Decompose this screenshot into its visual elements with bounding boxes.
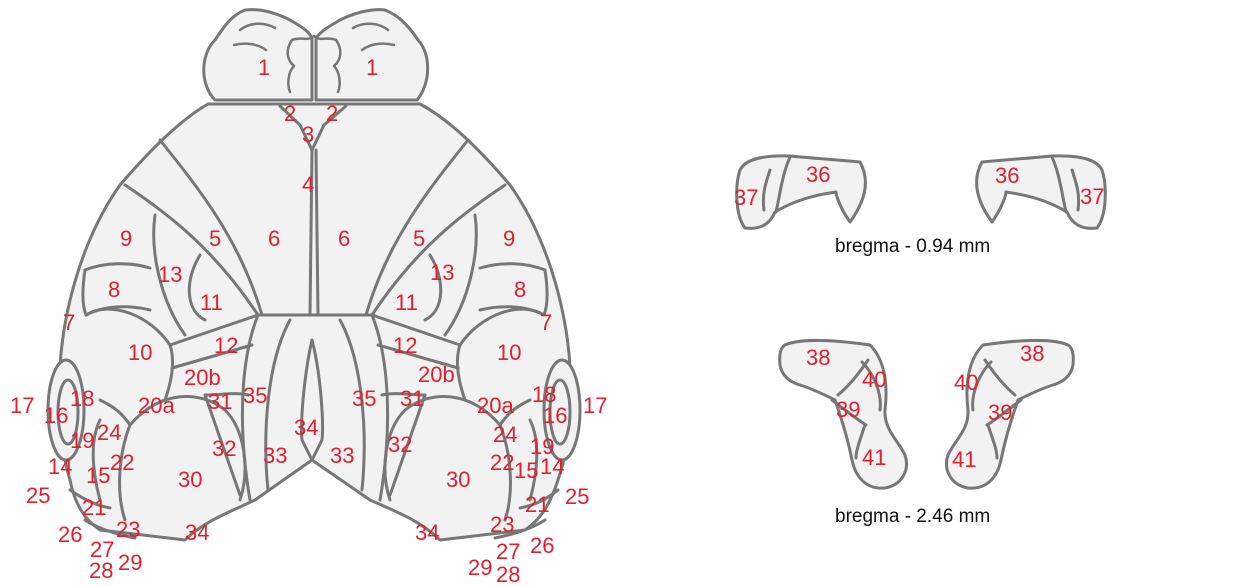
label: 39: [836, 397, 860, 422]
label: 32: [388, 432, 412, 457]
label: 17: [583, 393, 607, 418]
label: 35: [352, 386, 376, 411]
label: 9: [120, 226, 132, 251]
label: 22: [490, 450, 514, 475]
label: 38: [1020, 341, 1044, 366]
label: 2: [326, 101, 338, 126]
label: 7: [540, 310, 552, 335]
label: 14: [48, 454, 72, 479]
label: 36: [995, 163, 1019, 188]
label: 29: [118, 550, 142, 575]
label: 9: [503, 226, 515, 251]
label: 20b: [418, 362, 455, 387]
label: 34: [415, 520, 439, 545]
label: 10: [497, 340, 521, 365]
label: 34: [294, 415, 318, 440]
label: 34: [185, 520, 209, 545]
label: 6: [268, 226, 280, 251]
label: 21: [525, 492, 549, 517]
label: 31: [208, 389, 232, 414]
label: 31: [400, 386, 424, 411]
label: 8: [108, 277, 120, 302]
label: 12: [393, 333, 417, 358]
label: 25: [565, 484, 589, 509]
caption-top: bregma - 0.94 mm: [835, 236, 990, 257]
label: 13: [430, 260, 454, 285]
label: 5: [209, 226, 221, 251]
label: 14: [540, 454, 564, 479]
label: 15: [514, 458, 538, 483]
label: 13: [158, 262, 182, 287]
label: 21: [82, 495, 106, 520]
label: 11: [395, 290, 418, 315]
label: 23: [116, 517, 140, 542]
label: 40: [954, 370, 978, 395]
label: 32: [212, 436, 236, 461]
label: 20a: [138, 393, 175, 418]
label: 26: [58, 522, 82, 547]
label: 6: [338, 226, 350, 251]
label: 24: [97, 420, 121, 445]
label: 33: [330, 443, 354, 468]
label: 33: [263, 443, 287, 468]
label: 28: [496, 562, 520, 586]
label: 29: [468, 555, 492, 580]
label: 38: [806, 345, 830, 370]
label: 28: [89, 558, 113, 583]
label: 17: [10, 393, 34, 418]
label: 35: [243, 383, 267, 408]
label: 7: [63, 310, 75, 335]
label: 10: [128, 340, 152, 365]
label: 3: [302, 122, 314, 147]
label: 16: [543, 403, 567, 428]
section-bregma-minus-0.94: 36 37 36 37 bregma - 0.94 mm: [734, 156, 1105, 257]
label: 16: [44, 403, 68, 428]
label: 39: [988, 400, 1012, 425]
label: 1: [258, 55, 270, 80]
label: 8: [514, 277, 526, 302]
label: 40: [862, 367, 886, 392]
label: 22: [110, 450, 134, 475]
label: 18: [70, 386, 94, 411]
label: 20a: [477, 393, 514, 418]
label: 27: [496, 539, 520, 564]
label: 11: [200, 290, 223, 315]
label: 37: [1080, 184, 1104, 209]
label: 15: [86, 463, 110, 488]
label: 20b: [184, 365, 221, 390]
label: 19: [70, 428, 94, 453]
label: 26: [530, 533, 554, 558]
label: 4: [302, 172, 314, 197]
label: 30: [178, 467, 202, 492]
label: 24: [493, 422, 517, 447]
section-bregma-minus-2.46: 38 40 39 41 40 38 39 41 bregma - 2.46 mm: [780, 340, 1074, 527]
label: 1: [366, 55, 378, 80]
label: 41: [862, 445, 886, 470]
label: 23: [490, 512, 514, 537]
label: 36: [806, 162, 830, 187]
label: 2: [284, 101, 296, 126]
label: 37: [734, 185, 758, 210]
label: 12: [214, 333, 238, 358]
caption-bottom: bregma - 2.46 mm: [835, 506, 990, 527]
label: 5: [413, 226, 425, 251]
label: 30: [446, 467, 470, 492]
label: 41: [952, 447, 976, 472]
label: 25: [26, 483, 50, 508]
